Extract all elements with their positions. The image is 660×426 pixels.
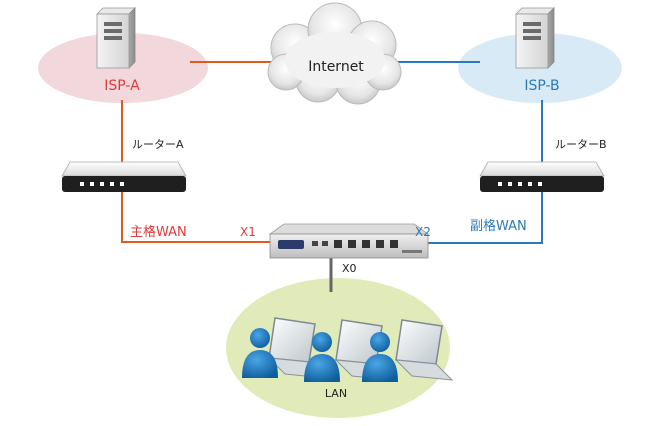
cloud-icon (267, 2, 402, 105)
isp-a-links (121, 61, 290, 243)
server-icon (96, 7, 136, 69)
primary-wan-label: 主格WAN (130, 224, 187, 240)
port-x1-label: X1 (240, 225, 256, 239)
router-icon (479, 161, 605, 192)
user-icon (362, 332, 398, 382)
laptop-icon (394, 319, 454, 381)
isp-b-label: ISP-B (524, 78, 559, 94)
router-icon (61, 161, 187, 192)
port-x0-label: X0 (342, 262, 357, 275)
internet-label: Internet (308, 59, 364, 75)
lan-label: LAN (325, 387, 347, 400)
isp-b-links (392, 61, 543, 244)
port-x2-label: X2 (415, 225, 431, 239)
router-b-label: ルーターB (555, 138, 607, 151)
lan-users (242, 317, 454, 382)
secondary-wan-link (420, 192, 543, 244)
isp-a-label: ISP-A (104, 78, 140, 94)
user-icon (304, 332, 340, 382)
firewall-appliance-icon (268, 223, 430, 259)
user-icon (242, 328, 278, 378)
router-a-label: ルーターA (132, 138, 184, 151)
server-icon (515, 7, 555, 69)
primary-wan-link (121, 192, 290, 243)
secondary-wan-label: 副格WAN (470, 218, 527, 234)
